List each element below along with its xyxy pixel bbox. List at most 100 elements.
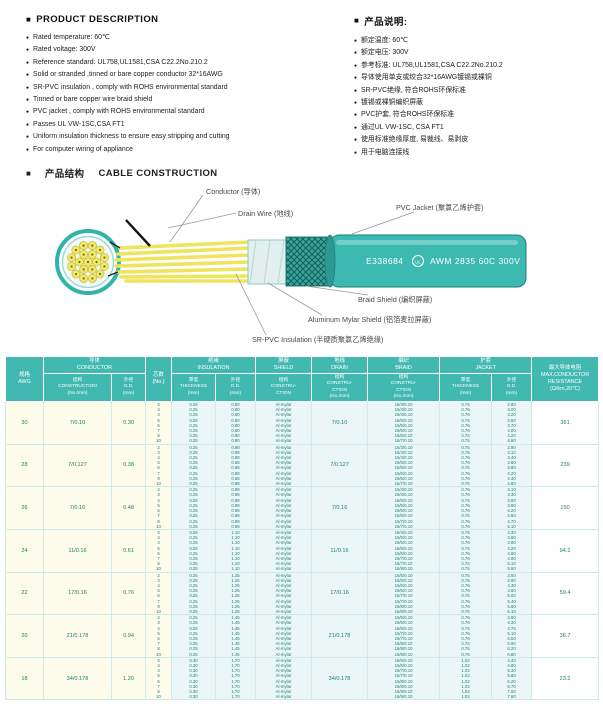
conductor-od-cell: 0.61: [110, 528, 147, 573]
spec-text: PVC护套, 符合ROHS环保标准: [361, 111, 455, 119]
conductor-strands: [67, 241, 109, 283]
ul-mark-text: UL: [415, 259, 421, 264]
awg-cell: 24: [5, 528, 44, 573]
spec-text: 导体使用单支或绞合32*16AWG镀锡或裸铜: [361, 74, 492, 82]
resistance-cell: 239: [531, 443, 600, 488]
spec-text: 额定温度: 60℃: [361, 37, 408, 44]
aluminum-mylar-shield-label: Aluminum Mylar Shield (铝箔麦拉屏蔽): [308, 315, 431, 324]
sr-pvc-insulation-label: SR-PVC Insulation (半硬质聚氯乙烯绝缘): [252, 335, 383, 344]
header-ins-od: 外径 O.D. (mm): [215, 373, 257, 403]
header-drain: 地线 DRAIN: [311, 356, 369, 375]
bullet-icon: ●: [26, 121, 30, 128]
leader-lines: [167, 194, 415, 336]
header-shield: 屏蔽 SHIELD: [255, 356, 313, 375]
spec-text: 额定电压: 300V: [361, 49, 409, 57]
drain-cell: 17/0.16: [311, 571, 369, 616]
spec-item: ●SR-PVC insulation , comply with ROHS en…: [26, 82, 354, 94]
bullet-icon: ●: [354, 50, 358, 57]
spec-item: ●使用标准绝缘厚度, 易裁线、易剥皮: [354, 134, 595, 146]
awg-cell: 18: [5, 656, 44, 701]
spec-item: ●Reference standard: UL758,UL1581,CSA C2…: [26, 57, 354, 69]
braid-shield-label: Braid Shield (编织屏蔽): [358, 295, 432, 304]
spec-item: ●额定温度: 60℃: [354, 35, 595, 47]
jacket-print-spec: AWM 2835 60C 300V: [430, 256, 520, 266]
spec-item: ●镀锡或裸铜编织屏蔽: [354, 97, 595, 109]
product-description-title: ■ PRODUCT DESCRIPTION: [26, 14, 354, 25]
braid-section: [285, 236, 333, 287]
spec-text: Tinned or bare copper wire braid shield: [33, 96, 153, 104]
bullet-icon: ●: [354, 112, 358, 119]
mylar-section: [247, 239, 289, 285]
drain-cell: 11/0.16: [311, 528, 369, 573]
cable-construction-diagram: E338684 UL AWM 2835 60C 300V Conductor (…: [55, 187, 527, 344]
spec-text: PVC jacket , comply with ROHS environmen…: [33, 108, 205, 116]
bullet-icon: ●: [354, 149, 358, 156]
spec-item: ●For computer wiring of appliance: [26, 144, 354, 156]
header-jacket: 护套 JACKET: [439, 356, 533, 375]
spec-text: 镀锡或裸铜编织屏蔽: [361, 99, 424, 107]
conductor-construction-cell: 11/0.16: [43, 528, 112, 573]
description-section: ■ PRODUCT DESCRIPTION ●Rated temperature…: [0, 0, 603, 159]
description-cn: ■ 产品说明: ●额定温度: 60℃●额定电压: 300V●参考标准: UL75…: [354, 14, 595, 159]
conductor-od-cell: 0.48: [110, 486, 147, 530]
resistance-cell: 23.2: [531, 656, 600, 701]
spec-item: ●PVC jacket , comply with ROHS environme…: [26, 106, 354, 118]
spec-item: ●用于电脑连接线: [354, 147, 595, 159]
resistance-cell: 150: [531, 486, 600, 530]
spec-item: ●Uniform insulation thickness to ensure …: [26, 131, 354, 143]
spec-text: Rated temperature: 60℃: [33, 34, 110, 41]
spec-item: ●Rated temperature: 60℃: [26, 32, 354, 44]
spec-text: SR-PVC insulation , comply with ROHS env…: [33, 83, 228, 91]
awg-cell: 20: [5, 614, 44, 658]
bullet-icon: ●: [354, 124, 358, 131]
bullet-icon: ●: [354, 137, 358, 144]
spec-text: Uniform insulation thickness to ensure e…: [33, 133, 230, 141]
spec-text: Reference standard: UL758,UL1581,CSA C22…: [33, 58, 208, 66]
bullet-icon: ●: [26, 84, 30, 91]
header-cores: 芯数 (No.): [145, 356, 173, 403]
wire-tips: [107, 241, 121, 277]
resistance-cell: 361: [531, 401, 600, 445]
conductor-od-cell: 0.76: [110, 571, 147, 616]
construction-section-title: ■ 产品结构 CABLE CONSTRUCTION: [0, 166, 603, 181]
bullet-icon: ●: [354, 62, 358, 69]
bullet-icon: ●: [354, 100, 358, 107]
conductor-construction-cell: 21/0.178: [43, 614, 112, 658]
header-jacket-thickness: 厚度 THICKNESS (mm): [439, 373, 493, 403]
drain-cell: 34/0.178: [311, 656, 369, 701]
resistance-cell: 94.2: [531, 528, 600, 573]
header-drain-construction: 结构 CONSTRU- CTION (No./mm): [311, 373, 369, 403]
spec-list-en: ●Rated temperature: 60℃●Rated voltage: 3…: [26, 32, 354, 156]
jacket-print-e-number: E338684: [366, 256, 404, 266]
conductor-construction-cell: 7/0.10: [43, 401, 112, 445]
pvc-jacket-label: PVC Jacket (聚氯乙烯护套): [396, 203, 483, 212]
